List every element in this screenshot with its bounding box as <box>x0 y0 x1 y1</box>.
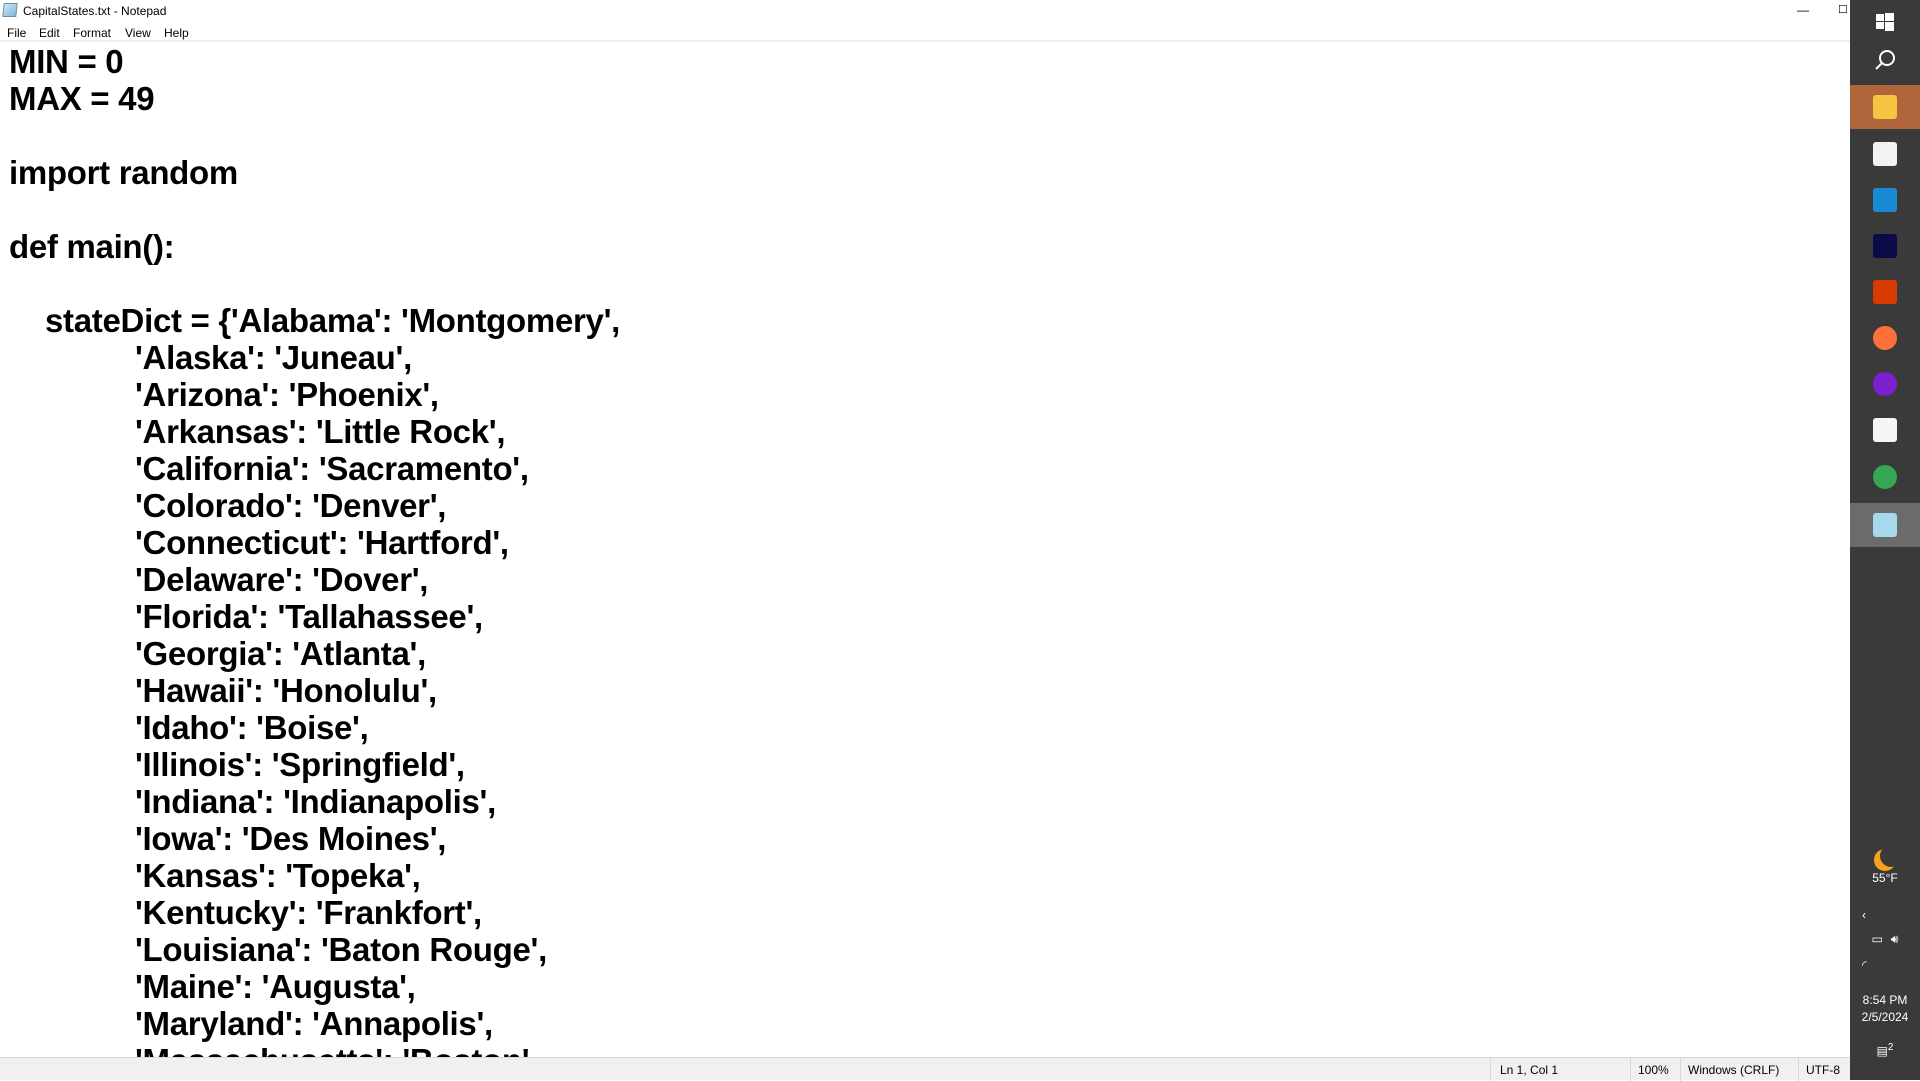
start-button[interactable] <box>1850 0 1920 44</box>
taskbar-app-purple-app[interactable] <box>1850 362 1920 406</box>
file-explorer-icon <box>1873 95 1897 119</box>
notification-center-button[interactable]: ▤2 <box>1850 1042 1920 1058</box>
volume-icon[interactable]: 🔊︎ <box>1890 932 1899 946</box>
code-line: 'Kansas': 'Topeka', <box>135 857 421 894</box>
taskbar-app-office[interactable] <box>1850 270 1920 314</box>
clock-date: 2/5/2024 <box>1861 1010 1909 1024</box>
taskbar-app-microsoft-store[interactable] <box>1850 132 1920 176</box>
code-line: 'Alaska': 'Juneau', <box>135 339 412 376</box>
taskbar-app-dark-app[interactable] <box>1850 224 1920 268</box>
code-line: 'Hawaii': 'Honolulu', <box>135 672 437 709</box>
menu-file[interactable]: File <box>7 26 27 40</box>
weather-temp: 55°F <box>1872 871 1898 885</box>
cursor-position: Ln 1, Col 1 <box>1500 1063 1559 1077</box>
menu-bar: File Edit Format View Help <box>0 22 1850 42</box>
taskbar-app-file-explorer[interactable] <box>1850 85 1920 129</box>
code-line: import random <box>9 154 238 191</box>
minimize-button[interactable]: — <box>1797 3 1809 17</box>
windows-icon <box>1876 13 1894 31</box>
code-line: 'Colorado': 'Denver', <box>135 487 447 524</box>
chevron-left-icon: ‹ <box>1862 908 1866 922</box>
notification-count: 2 <box>1887 1042 1894 1053</box>
notepad-icon <box>1873 513 1897 537</box>
menu-help[interactable]: Help <box>164 26 189 40</box>
code-line: def main(): <box>9 228 175 265</box>
taskbar-app-chrome[interactable] <box>1850 455 1920 499</box>
code-line: 'Indiana': 'Indianapolis', <box>135 783 496 820</box>
search-icon <box>1875 50 1895 70</box>
notepad-app-icon <box>2 3 18 17</box>
moon-icon <box>1880 845 1902 867</box>
code-line: 'Iowa': 'Des Moines', <box>135 820 447 857</box>
notification-icon: ▤ <box>1876 1044 1888 1058</box>
window-title: CapitalStates.txt - Notepad <box>23 4 167 18</box>
code-line: 'California': 'Sacramento', <box>135 450 529 487</box>
menu-view[interactable]: View <box>125 26 151 40</box>
weather-widget[interactable]: 55°F <box>1850 845 1920 885</box>
code-line: 'Arkansas': 'Little Rock', <box>135 413 506 450</box>
taskbar-app-notepad[interactable] <box>1850 503 1920 547</box>
status-bar: Ln 1, Col 1 100% Windows (CRLF) UTF-8 <box>0 1057 1850 1081</box>
code-line: 'Georgia': 'Atlanta', <box>135 635 426 672</box>
tray-overflow-button[interactable]: ‹ <box>1850 908 1920 922</box>
code-line: 'Louisiana': 'Baton Rouge', <box>135 931 547 968</box>
code-line: MAX = 49 <box>9 80 155 117</box>
code-line: 'Maine': 'Augusta', <box>135 968 416 1005</box>
code-line: stateDict = {'Alabama': 'Montgomery', <box>45 302 621 339</box>
code-line: 'Arizona': 'Phoenix', <box>135 376 439 413</box>
taskbar-app-mail[interactable] <box>1850 178 1920 222</box>
meet-now-icon[interactable]: ▭ <box>1871 932 1883 946</box>
maximize-button[interactable]: ☐ <box>1838 4 1848 16</box>
network-icon[interactable]: ◜ <box>1862 958 1867 972</box>
office-icon <box>1873 280 1897 304</box>
purple-app-icon <box>1873 372 1897 396</box>
code-line: 'Connecticut': 'Hartford', <box>135 524 509 561</box>
zoom-level: 100% <box>1638 1063 1669 1077</box>
firefox-icon <box>1873 326 1897 350</box>
solitaire-icon <box>1873 418 1897 442</box>
chrome-icon <box>1873 465 1897 489</box>
dark-app-icon <box>1873 234 1897 258</box>
code-line: 'Delaware': 'Dover', <box>135 561 429 598</box>
search-button[interactable] <box>1850 38 1920 82</box>
code-line: 'Massachusetts': 'Boston', <box>135 1042 538 1057</box>
line-ending: Windows (CRLF) <box>1688 1063 1780 1077</box>
code-line: 'Idaho': 'Boise', <box>135 709 369 746</box>
taskbar-app-solitaire[interactable] <box>1850 408 1920 452</box>
title-bar: CapitalStates.txt - Notepad — ☐ <box>0 0 1850 22</box>
code-line: 'Maryland': 'Annapolis', <box>135 1005 493 1042</box>
mail-icon <box>1873 188 1897 212</box>
clock[interactable]: 8:54 PM 2/5/2024 <box>1850 992 1920 1026</box>
menu-format[interactable]: Format <box>73 26 112 40</box>
clock-time: 8:54 PM <box>1862 993 1908 1007</box>
code-line: MIN = 0 <box>9 43 124 80</box>
taskbar-app-firefox[interactable] <box>1850 316 1920 360</box>
code-line: 'Kentucky': 'Frankfort', <box>135 894 482 931</box>
encoding: UTF-8 <box>1806 1063 1840 1077</box>
code-line: 'Illinois': 'Springfield', <box>135 746 465 783</box>
code-line: 'Florida': 'Tallahassee', <box>135 598 483 635</box>
microsoft-store-icon <box>1873 142 1897 166</box>
menu-edit[interactable]: Edit <box>39 26 60 40</box>
taskbar: 55°F ‹ ▭ 🔊︎ ◜ 8:54 PM 2/5/2024 ▤2 <box>1850 0 1920 1080</box>
